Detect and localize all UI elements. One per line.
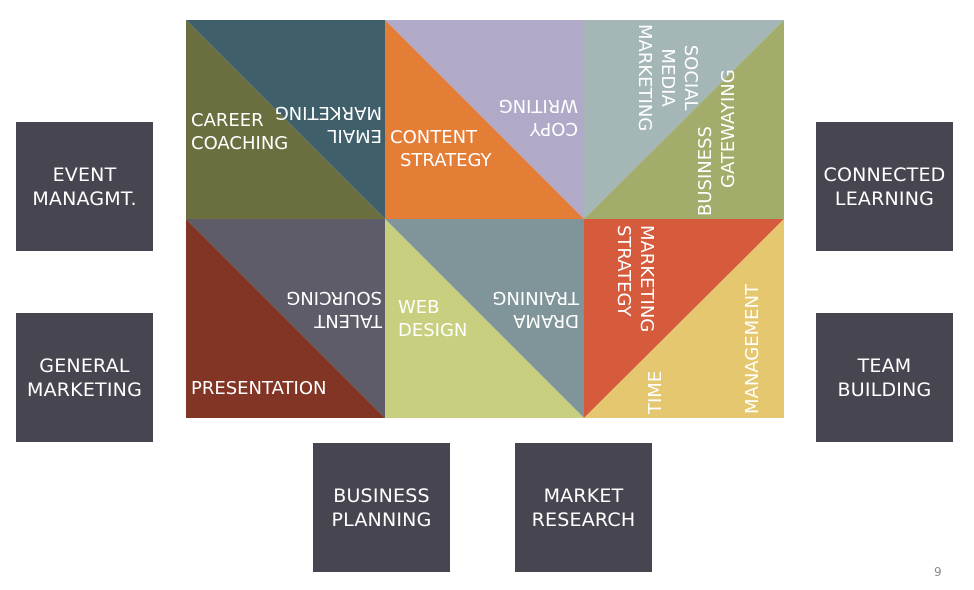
page-number: 9 [934,565,942,579]
label-management: MANAGEMENT [741,284,764,414]
box-line: CONNECTED [823,163,946,186]
label-drama-training: DRAMA TRAINING [492,286,579,332]
skills-triangle-grid: EMAIL MARKETING CAREER COACHING COPY WRI… [186,20,784,418]
label-line: STRATEGY [400,150,492,171]
box-line: EVENT [52,163,117,186]
tile-time-management [584,219,784,418]
box-line: MANAGMT. [32,187,137,210]
label-line: WEB [398,297,440,318]
label-time: TIME [644,371,667,414]
box-line: BUILDING [837,378,932,401]
box-line: RESEARCH [531,508,636,531]
label-line: CAREER [191,110,264,131]
label-line: CONTENT [390,127,478,148]
label-email-marketing: EMAIL MARKETING [275,101,382,147]
tile-career-coaching [186,20,385,219]
label-line: EMAIL [327,125,382,146]
tile-business-gatewaying [584,20,784,219]
label-marketing-strategy: MARKETING STRATEGY [612,225,658,332]
label-line: COACHING [191,133,289,154]
box-line: BUSINESS [333,484,430,507]
box-line: MARKETING [26,378,142,401]
label-line: MEDIA [657,48,678,107]
label-copy-writing: COPY WRITING [499,94,578,140]
label-web-design: WEB DESIGN [398,296,467,342]
label-talent-sourcing: TALENT SOURCING [286,286,382,332]
label-presentation: PRESENTATION [191,377,326,400]
tile-content-strategy [385,20,584,219]
tile-web-design [385,219,584,418]
label-line: MARKETING [634,24,655,132]
label-line: STRATEGY [613,225,634,317]
label-content-strategy: CONTENT STRATEGY [390,126,492,172]
label-line: TRAINING [492,287,579,308]
label-line: MARKETING [636,225,657,333]
label-social-media-marketing: SOCIAL MEDIA MARKETING [633,24,702,131]
box-line: MARKET [543,484,624,507]
label-business-gatewaying: BUSINESS GATEWAYING [694,69,740,216]
label-line: TIME [645,370,666,414]
label-career-coaching: CAREER COACHING [191,109,288,155]
tile-presentation [186,219,385,418]
label-line: TALENT [314,310,382,331]
label-line: PRESENTATION [191,378,327,399]
box-line: GENERAL [39,354,130,377]
box-line: LEARNING [834,187,935,210]
label-line: WRITING [498,95,578,116]
label-line: DESIGN [398,320,468,341]
label-line: MARKETING [274,102,382,123]
label-line: COPY [529,118,578,139]
label-line: BUSINESS [695,126,716,216]
label-line: MANAGEMENT [742,284,763,414]
box-line: PLANNING [331,508,432,531]
triangle-tiles [186,20,784,418]
label-line: GATEWAYING [718,69,739,188]
label-line: SOURCING [286,287,382,308]
label-line: DRAMA [513,310,579,331]
box-line: TEAM [857,354,912,377]
